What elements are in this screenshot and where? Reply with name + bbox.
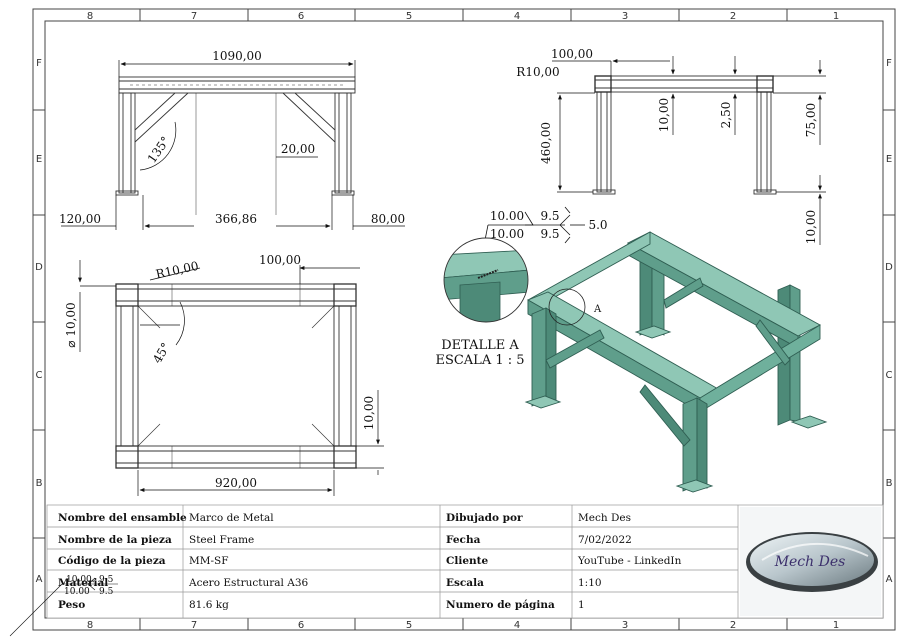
zone-col: 1 bbox=[833, 620, 839, 631]
tb-value-assembly: Marco de Metal bbox=[189, 512, 274, 524]
logo-text: Mech Des bbox=[774, 554, 846, 570]
dim-side-base: 10,00 bbox=[804, 210, 818, 244]
tb-label-material: Material bbox=[58, 577, 108, 589]
zone-row: D bbox=[885, 262, 893, 273]
zone-col: 3 bbox=[622, 11, 628, 22]
zone-col: 7 bbox=[191, 620, 197, 631]
dim-side-plate: 10,00 bbox=[657, 98, 671, 132]
tb-value-page: 1 bbox=[578, 599, 585, 611]
dim-top-side: 10,00 bbox=[362, 396, 376, 430]
zone-row: E bbox=[886, 154, 892, 165]
top-dimensions bbox=[78, 260, 384, 496]
zone-col: 6 bbox=[298, 11, 304, 22]
zone-row: B bbox=[36, 478, 43, 489]
zone-columns-top: 8 7 6 5 4 3 2 1 bbox=[87, 9, 839, 22]
dim-side-small: 2,50 bbox=[719, 102, 733, 129]
zone-col: 8 bbox=[87, 620, 93, 631]
tb-value-weight: 81.6 kg bbox=[189, 599, 229, 611]
zone-row: A bbox=[886, 574, 893, 585]
zone-row: C bbox=[886, 370, 893, 381]
dim-front-left: 120,00 bbox=[59, 212, 101, 226]
zone-col: 5 bbox=[406, 620, 412, 631]
zone-col: 7 bbox=[191, 11, 197, 22]
zone-columns-bottom: 8 7 6 5 4 3 2 1 bbox=[87, 618, 839, 631]
material-overlay-1: 10.00 bbox=[66, 575, 92, 585]
front-dimensions bbox=[61, 60, 405, 230]
dim-top-width: 920,00 bbox=[215, 476, 257, 490]
zone-col: 4 bbox=[514, 620, 520, 631]
weld-line2: 10.00 bbox=[490, 227, 524, 241]
dim-front-width: 1090,00 bbox=[212, 49, 262, 63]
material-overlay-1b: 9.5 bbox=[99, 575, 114, 585]
zone-row: B bbox=[886, 478, 893, 489]
zone-row: A bbox=[36, 574, 43, 585]
material-weld-overlay bbox=[9, 577, 118, 637]
zone-col: 6 bbox=[298, 620, 304, 631]
dim-front-right: 80,00 bbox=[371, 212, 405, 226]
isometric-frame bbox=[524, 231, 828, 493]
weld-size: 5.0 bbox=[588, 218, 607, 232]
zone-col: 4 bbox=[514, 11, 520, 22]
zone-col: 1 bbox=[833, 11, 839, 22]
tb-value-drawn-by: Mech Des bbox=[578, 512, 631, 524]
tb-label-scale: Escala bbox=[446, 577, 484, 589]
zone-row: C bbox=[36, 370, 43, 381]
zone-col: 2 bbox=[730, 11, 736, 22]
tb-value-client: YouTube - LinkedIn bbox=[577, 555, 682, 567]
dim-top-angle: 45° bbox=[150, 340, 173, 365]
side-dimensions bbox=[552, 56, 826, 245]
dim-side-radius: R10,00 bbox=[516, 65, 559, 79]
weld-line1b: 9.5 bbox=[540, 209, 559, 223]
dim-side-top-height: 75,00 bbox=[804, 103, 818, 137]
zone-col: 3 bbox=[622, 620, 628, 631]
dim-top-radius: R10,00 bbox=[154, 259, 199, 282]
detail-title: DETALLE A bbox=[441, 338, 519, 353]
tb-label-drawn-by: Dibujado por bbox=[446, 512, 523, 524]
detail-scale: ESCALA 1 : 5 bbox=[435, 353, 524, 368]
tb-label-client: Cliente bbox=[446, 555, 488, 567]
zone-row: D bbox=[35, 262, 43, 273]
detail-callout-circle bbox=[548, 288, 586, 326]
dim-top-diameter: ⌀ 10,00 bbox=[64, 302, 78, 347]
tb-label-part-name: Nombre de la pieza bbox=[58, 534, 172, 546]
tb-value-part-code: MM-SF bbox=[189, 555, 229, 567]
tb-label-assembly: Nombre del ensamble bbox=[58, 512, 187, 524]
zone-row: F bbox=[886, 58, 892, 69]
tb-value-material: Acero Estructural A36 bbox=[188, 577, 309, 589]
detail-callout-label: A bbox=[593, 304, 602, 315]
company-logo: Mech Des bbox=[740, 507, 881, 616]
zone-row: F bbox=[36, 58, 42, 69]
zone-col: 5 bbox=[406, 11, 412, 22]
material-overlay-2: 10.00 bbox=[64, 587, 90, 597]
dim-top-top: 100,00 bbox=[259, 253, 301, 267]
weld-line1: 10.00 bbox=[490, 209, 524, 223]
dim-front-brace: 20,00 bbox=[281, 142, 315, 156]
side-view bbox=[592, 75, 777, 195]
tb-value-scale: 1:10 bbox=[578, 577, 602, 589]
outer-border bbox=[32, 8, 896, 631]
tb-label-part-code: Código de la pieza bbox=[58, 555, 166, 567]
weld-line2b: 9.5 bbox=[540, 227, 559, 241]
detail-a-view bbox=[443, 237, 529, 323]
tb-label-page: Numero de página bbox=[446, 599, 555, 611]
dim-side-height: 460,00 bbox=[539, 122, 553, 164]
dim-side-top: 100,00 bbox=[551, 47, 593, 61]
front-view bbox=[115, 76, 356, 215]
tb-label-weight: Peso bbox=[58, 599, 85, 611]
zone-row: E bbox=[36, 154, 42, 165]
zone-col: 8 bbox=[87, 11, 93, 22]
tb-label-date: Fecha bbox=[446, 534, 481, 546]
zone-col: 2 bbox=[730, 620, 736, 631]
top-view bbox=[115, 283, 357, 469]
dim-front-center: 366,86 bbox=[215, 212, 257, 226]
zone-rows: F E D C B A F E D C B A bbox=[33, 58, 895, 585]
dim-front-angle: 135° bbox=[145, 134, 173, 166]
tb-value-part-name: Steel Frame bbox=[189, 534, 254, 546]
tb-value-date: 7/02/2022 bbox=[578, 534, 632, 546]
material-overlay-2b: 9.5 bbox=[99, 587, 114, 597]
